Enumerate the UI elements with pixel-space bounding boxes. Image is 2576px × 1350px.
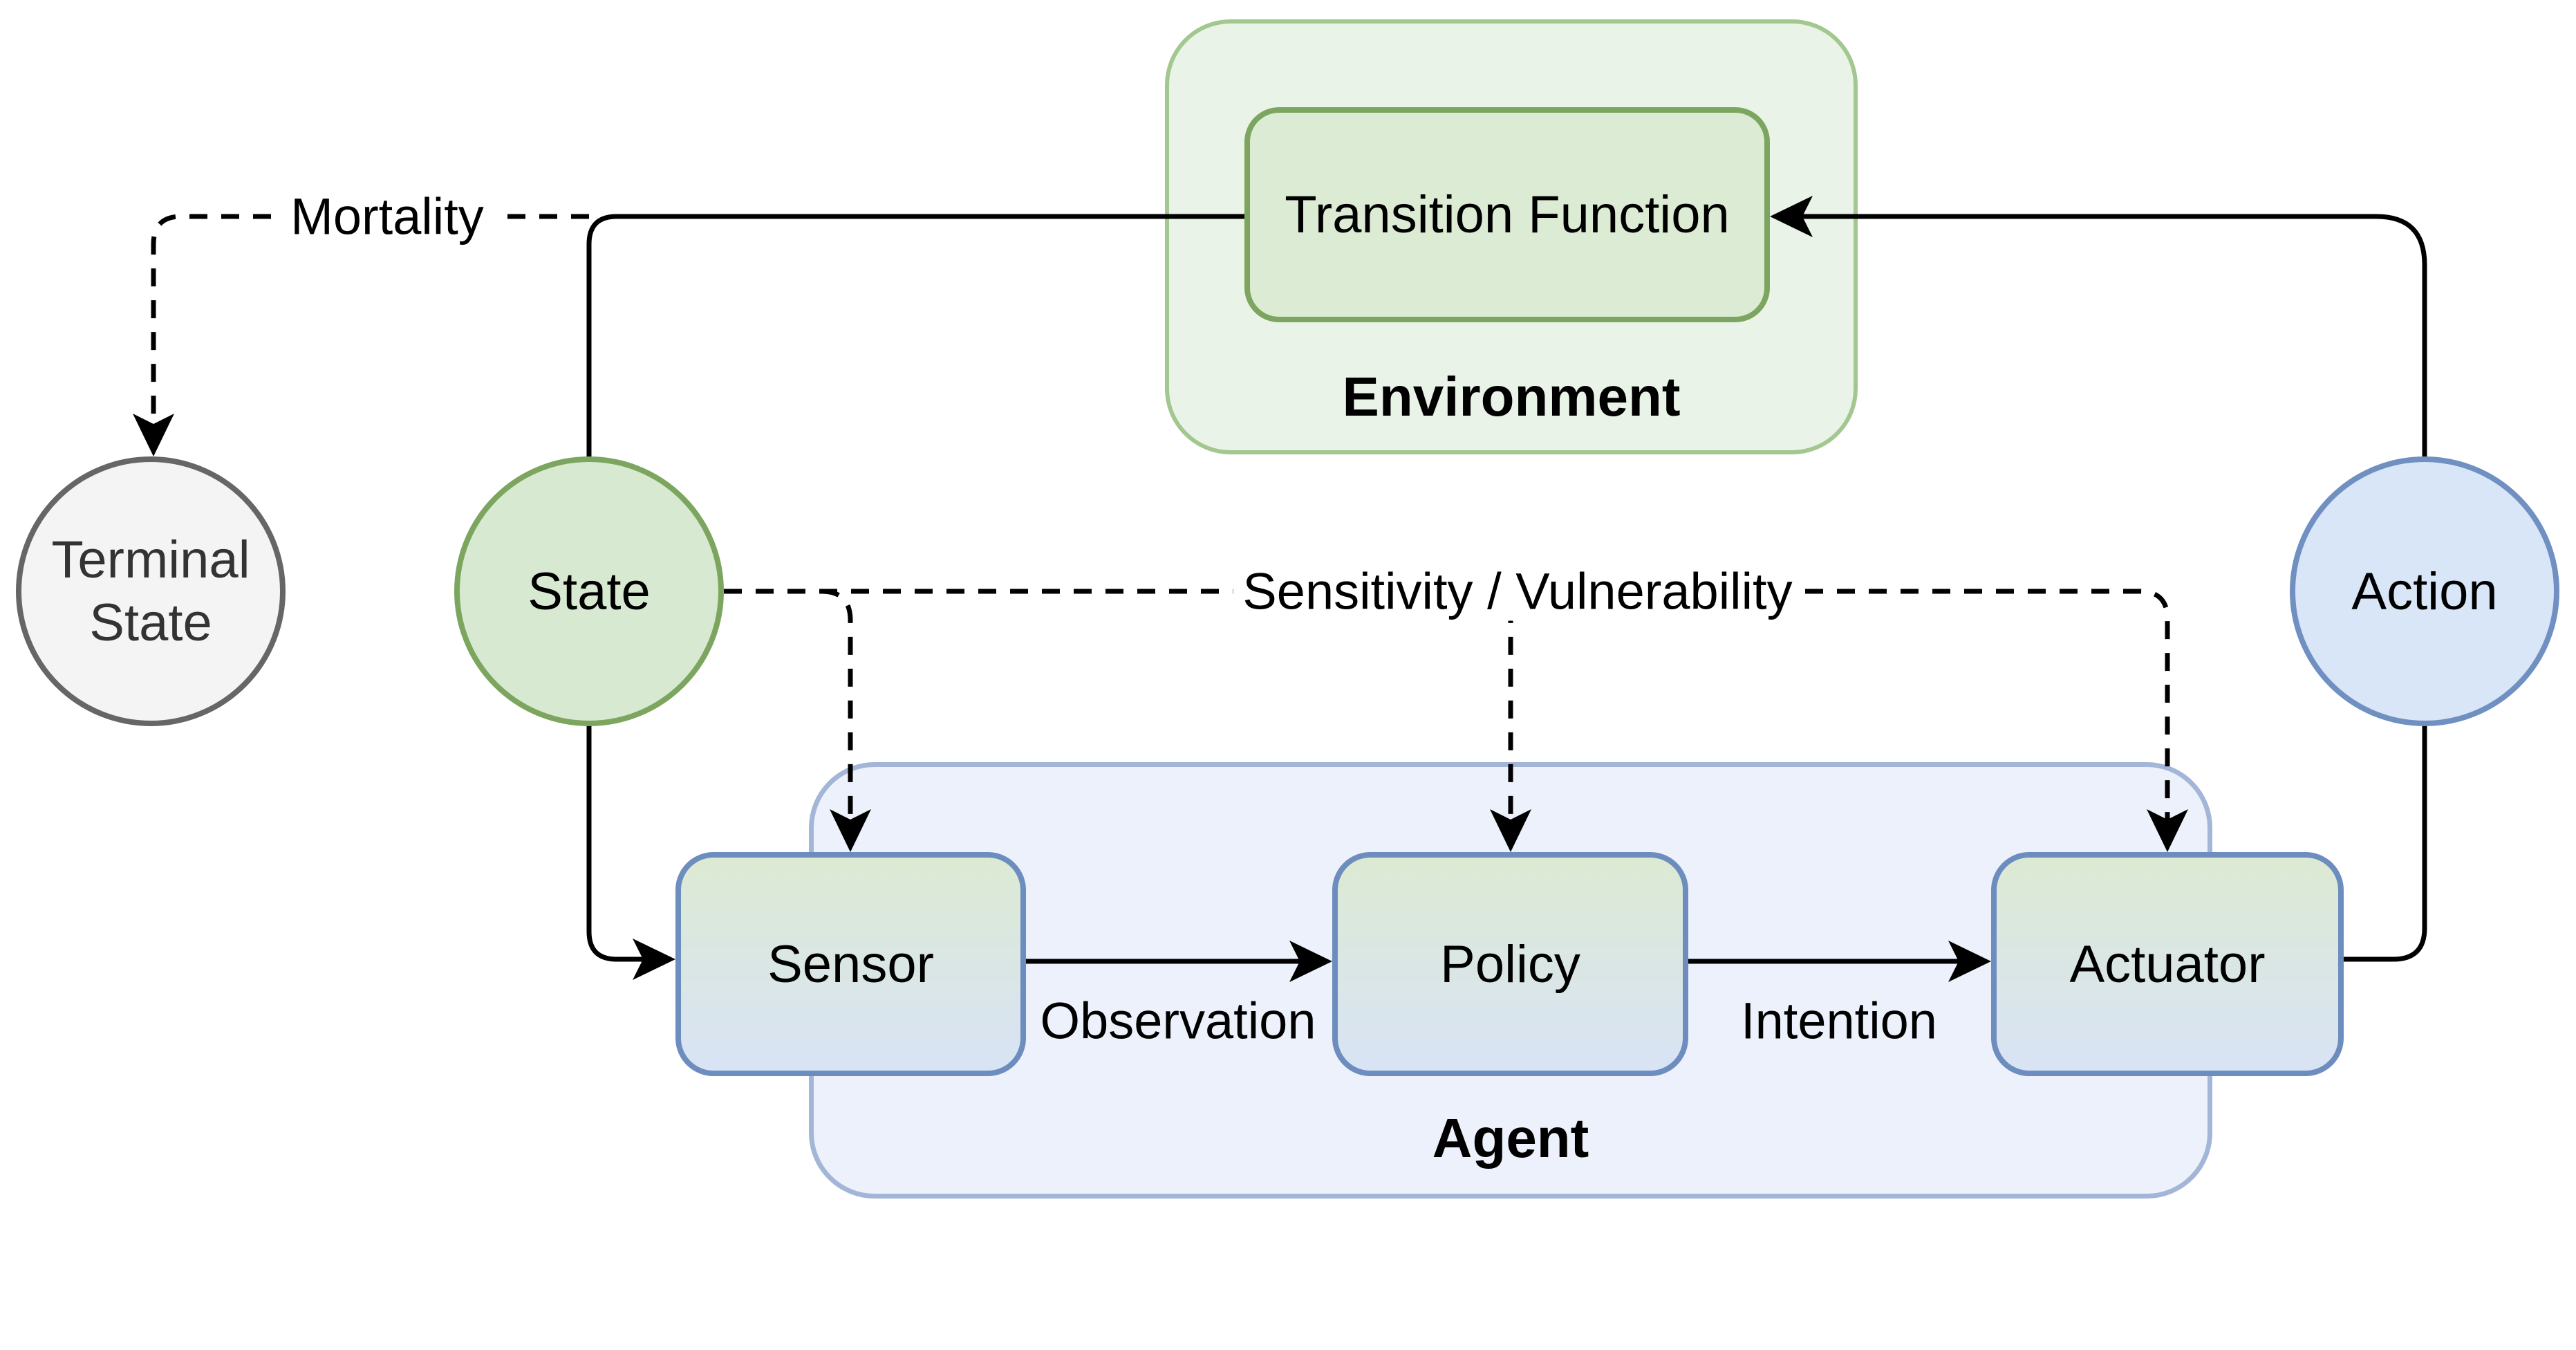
arrowhead-into-policy [1289,941,1332,982]
node-transition-function: Transition Function [1244,107,1770,322]
edge-sensitivity-branch-sensor [821,589,853,821]
arrowhead-into-actuator-top [2147,809,2188,852]
arrowhead-into-terminal-state [133,414,174,456]
edge-label-sensitivity-vulnerability: Sensitivity / Vulnerability [1233,562,1802,621]
actuator-label: Actuator [2069,934,2266,994]
terminal-state-label: Terminal State [51,530,250,652]
arrowhead-into-actuator [1948,941,1991,982]
node-actuator: Actuator [1991,852,2344,1076]
edge-label-intention: Intention [1741,992,1937,1050]
node-action: Action [2290,456,2559,726]
edge-label-mortality: Mortality [281,187,494,246]
node-sensor: Sensor [675,852,1026,1076]
edge-mortality [151,214,589,425]
edge-actuator-to-action-to-transition [1801,214,2427,962]
action-label: Action [2351,562,2498,621]
node-policy: Policy [1332,852,1688,1076]
arrowhead-into-policy-top [1490,809,1531,852]
edge-sensitivity-main [724,589,2170,821]
state-label: State [528,562,651,621]
arrowhead-into-sensor [633,938,675,980]
arrowhead-into-sensor-top [830,809,871,852]
environment-label: Environment [1342,366,1681,427]
arrowhead-into-transition-function [1770,196,1813,237]
sensor-label: Sensor [767,934,934,994]
transition-function-label: Transition Function [1285,185,1730,244]
agent-label: Agent [1432,1107,1589,1169]
policy-label: Policy [1440,934,1580,994]
node-terminal-state: Terminal State [16,456,286,726]
node-state: State [454,456,724,726]
edge-label-observation: Observation [1040,992,1316,1050]
edge-sensitivity-branch-policy [1481,589,1513,821]
